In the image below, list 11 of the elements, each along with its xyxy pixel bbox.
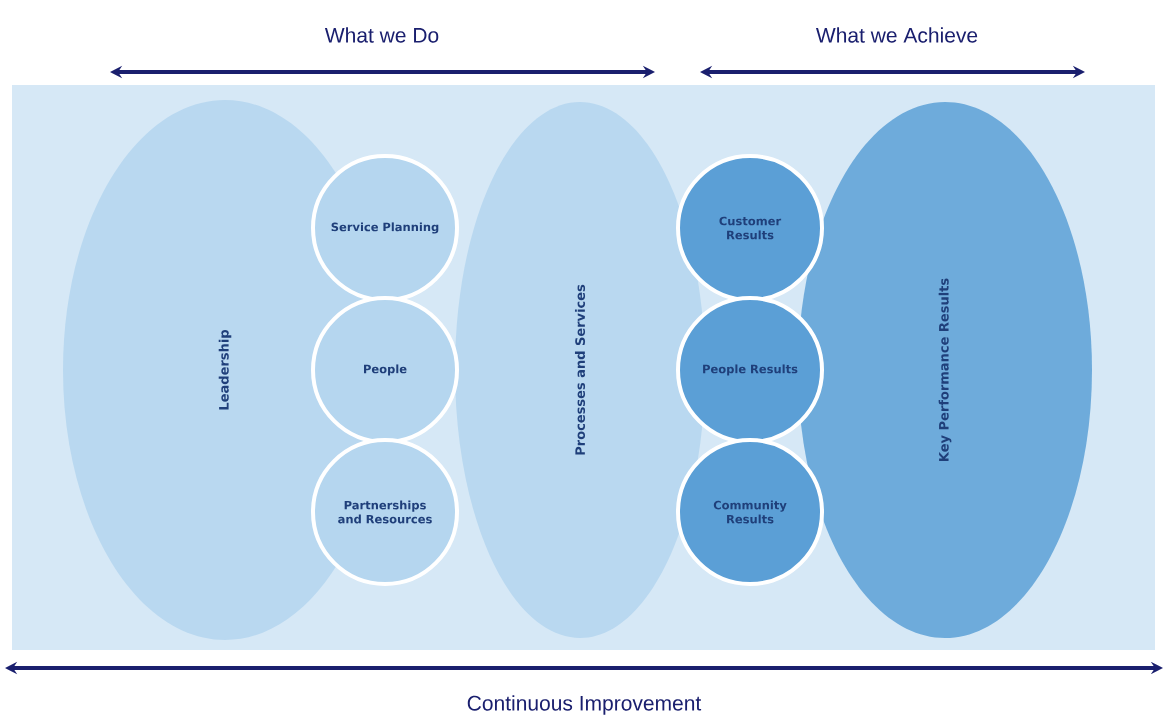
circle-node: Service Planning xyxy=(311,154,459,302)
node-label: Leadership xyxy=(218,330,232,410)
circle-node: Community Results xyxy=(676,438,824,586)
heading: Continuous Improvement xyxy=(467,695,702,715)
circle-node: People Results xyxy=(676,296,824,444)
circle-node: People xyxy=(311,296,459,444)
heading: What we Do xyxy=(324,27,439,43)
circle-node: Customer Results xyxy=(676,154,824,302)
heading: What we Achieve xyxy=(816,27,978,43)
circle-node: Partnerships and Resources xyxy=(311,438,459,586)
ellipse-region: Key Performance Results xyxy=(798,102,1092,638)
